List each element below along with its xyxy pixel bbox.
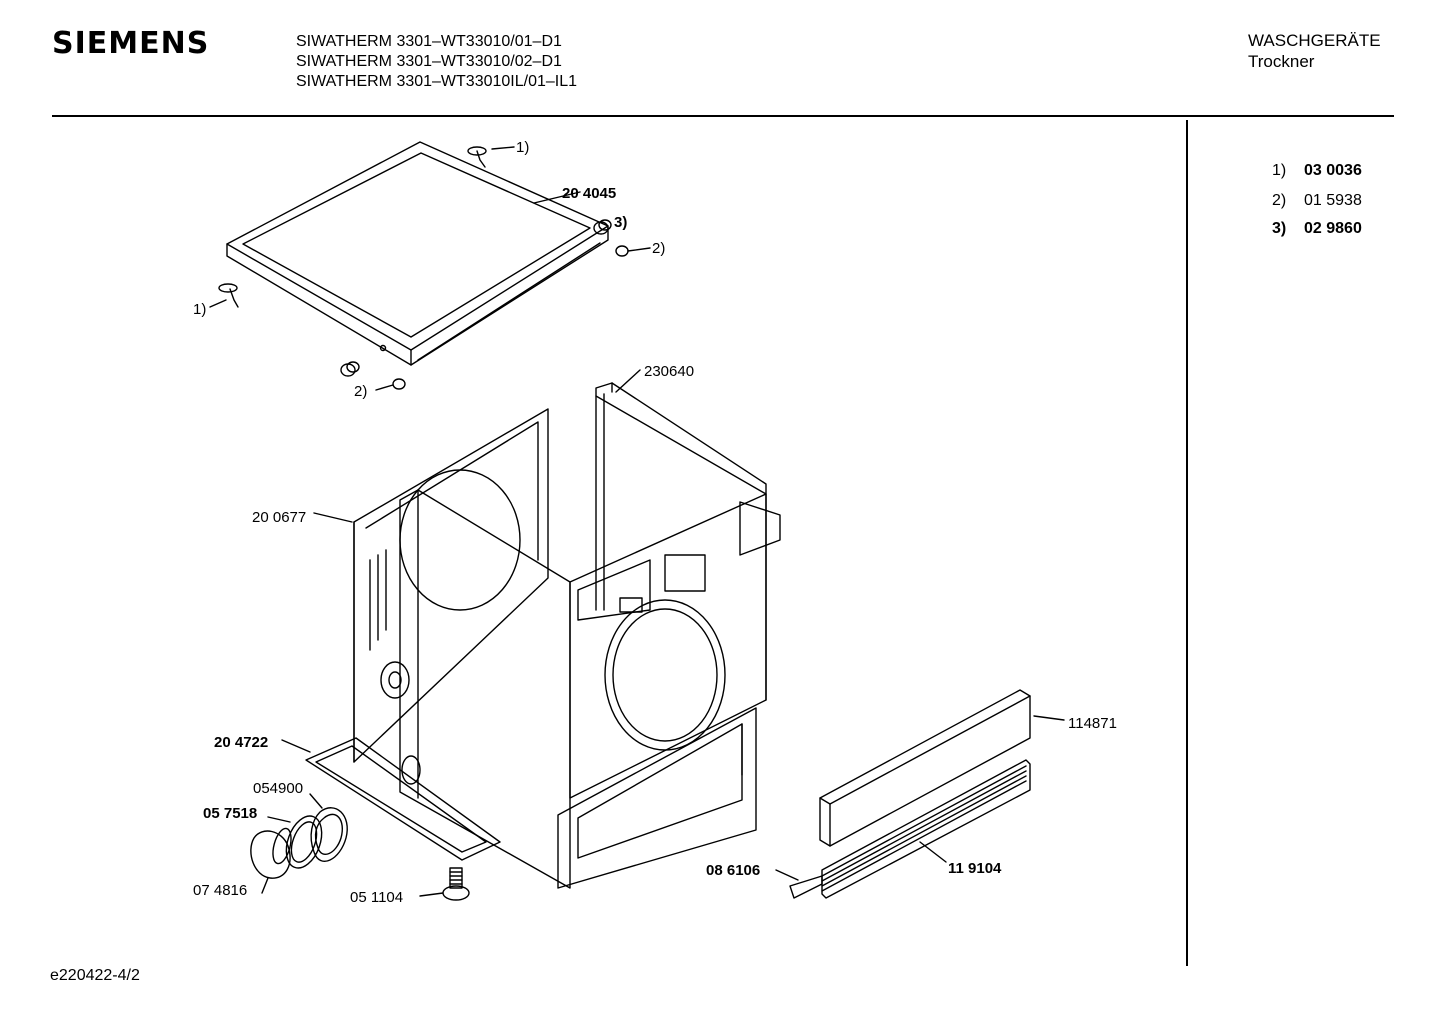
legend-item-1: 1) 03 0036 (1272, 162, 1362, 180)
label-clip-left: 1) (193, 301, 206, 318)
brand-logo: SIEMENS (52, 26, 210, 61)
label-114871: 114871 (1068, 715, 1117, 732)
label-204722: 20 4722 (214, 734, 268, 751)
model-line-2: SIWATHERM 3301–WT33010/02–D1 (296, 53, 562, 70)
plinth-panel (819, 689, 1065, 847)
cap-bottom-icon (375, 378, 406, 391)
clip-top-icon (467, 146, 515, 168)
legend-item-2: 2) 01 5938 (1272, 192, 1362, 210)
legend-key: 2) (1272, 192, 1287, 209)
label-054900: 054900 (253, 780, 303, 797)
legend-key: 3) (1272, 220, 1287, 237)
top-cover (226, 141, 609, 366)
cap-right-icon (615, 245, 651, 257)
lower-cabinet (557, 707, 757, 889)
label-051104: 05 1104 (350, 889, 403, 906)
plug-3-icon (593, 219, 612, 235)
label-204045: 20 4045 (562, 185, 616, 202)
cabinet (399, 489, 781, 889)
foot-icon (419, 867, 470, 901)
label-clip-top: 1) (516, 139, 529, 156)
label-cap-bottom: 2) (354, 383, 367, 400)
label-057518: 05 7518 (203, 805, 257, 822)
label-cap-right: 2) (652, 240, 665, 257)
ventilation-strip (775, 759, 1031, 899)
leader-line (533, 191, 581, 204)
label-plug-3: 3) (614, 214, 627, 231)
seal-ring (267, 815, 323, 869)
rear-wall (313, 408, 549, 763)
label-119104: 11 9104 (948, 860, 1002, 877)
legend-code: 03 0036 (1304, 162, 1362, 179)
door-ring (250, 827, 292, 894)
label-086106: 08 6106 (706, 862, 760, 879)
legend-code: 01 5938 (1304, 192, 1362, 209)
label-230640: 230640 (644, 363, 694, 380)
plug-left-icon (340, 361, 360, 377)
document-code: e220422-4/2 (50, 967, 140, 984)
label-074816: 07 4816 (193, 882, 247, 899)
base-plate (281, 737, 501, 861)
model-line-1: SIWATHERM 3301–WT33010/01–D1 (296, 33, 562, 50)
clip-left-icon (209, 283, 239, 308)
label-200677: 20 0677 (252, 509, 306, 526)
category: WASCHGERÄTE (1248, 31, 1381, 50)
header-divider (52, 115, 1394, 117)
legend-divider (1186, 120, 1188, 966)
legend-key: 1) (1272, 162, 1287, 179)
legend-item-3: 3) 02 9860 (1272, 220, 1362, 238)
subcategory: Trockner (1248, 52, 1315, 71)
legend-code: 02 9860 (1304, 220, 1362, 237)
model-line-3: SIWATHERM 3301–WT33010IL/01–IL1 (296, 73, 578, 90)
